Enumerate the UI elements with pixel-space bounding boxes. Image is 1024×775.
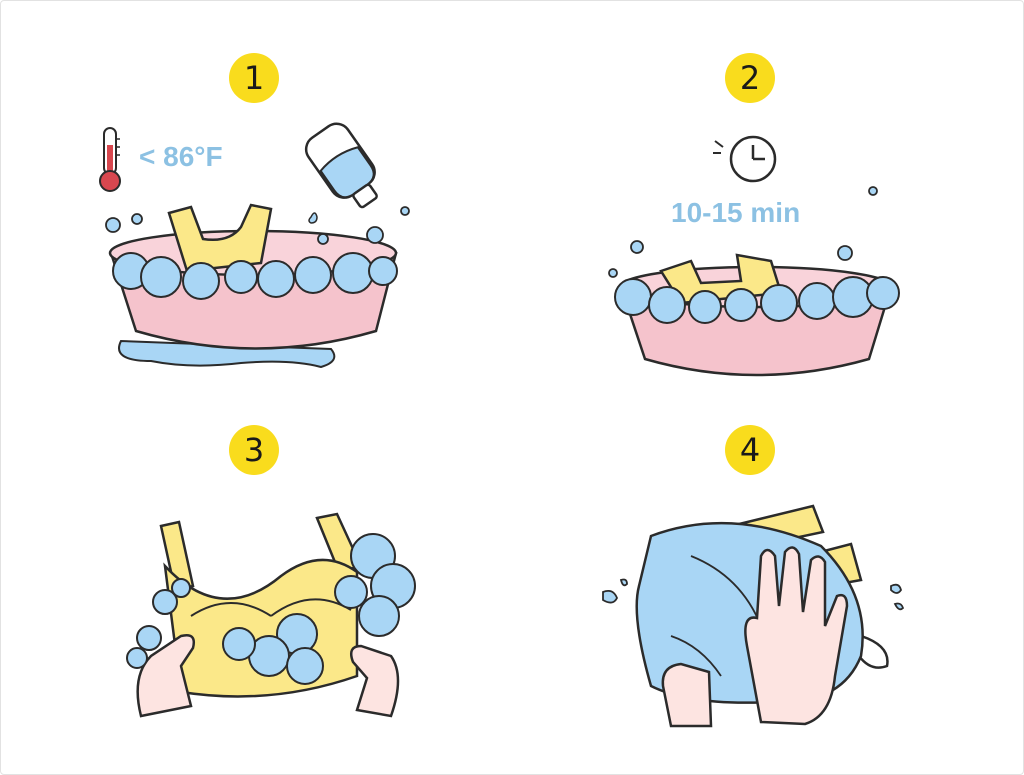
step-2-badge: 2 xyxy=(725,53,775,103)
washing-basin-2 xyxy=(608,186,900,377)
step-4-badge: 4 xyxy=(725,425,775,475)
step-1-badge: 1 xyxy=(229,53,279,103)
scrubbing-hands-icon xyxy=(126,512,416,718)
thermometer-icon xyxy=(99,127,121,192)
step-1-number: 1 xyxy=(243,59,265,97)
towel-drying-hands-icon xyxy=(602,504,905,728)
step-3-badge: 3 xyxy=(229,425,279,475)
duration-label: 10-15 min xyxy=(671,197,801,228)
detergent-bottle-icon xyxy=(304,122,378,224)
step-2-number: 2 xyxy=(739,59,761,97)
temperature-label: < 86°F xyxy=(139,141,223,172)
clock-icon xyxy=(713,135,777,183)
step-4-number: 4 xyxy=(739,431,761,469)
washing-basin-1 xyxy=(105,203,410,369)
step-3-number: 3 xyxy=(243,431,265,469)
